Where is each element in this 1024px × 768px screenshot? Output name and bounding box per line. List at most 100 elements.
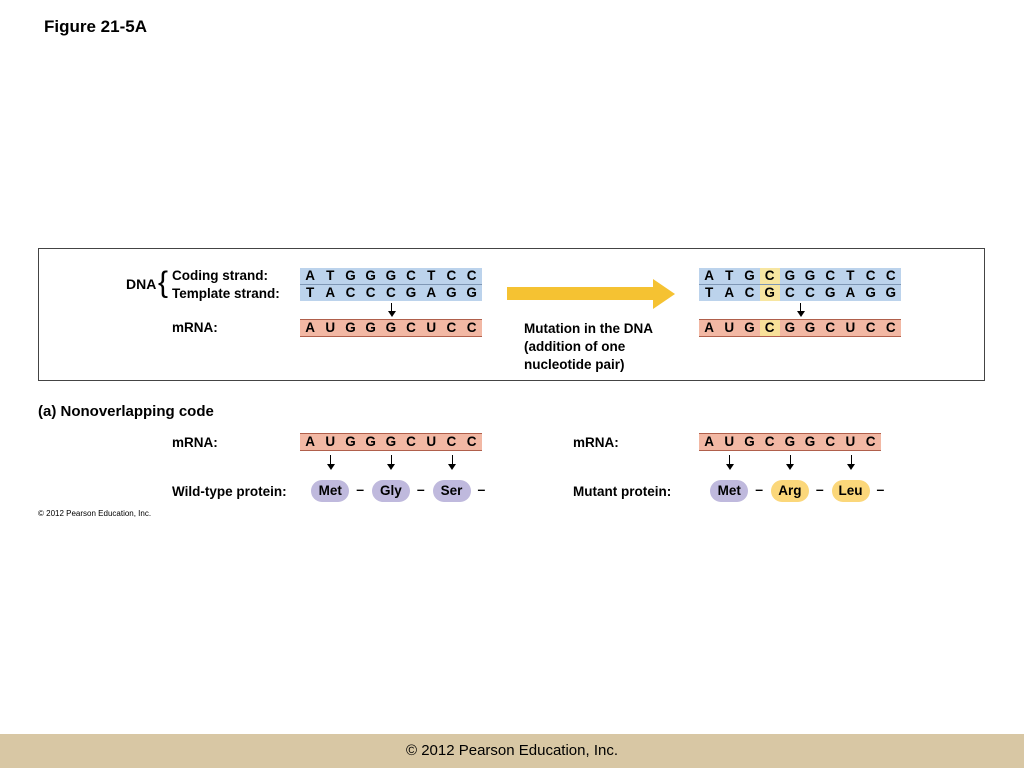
mut-template-nucleotide: T <box>704 285 714 300</box>
mutation-arrow-shaft <box>507 287 655 300</box>
mut-coding-nucleotide: C <box>825 268 836 283</box>
wt-template-nucleotide: A <box>325 285 336 300</box>
translation-line <box>729 455 731 465</box>
wt-template-nucleotide: G <box>466 285 477 300</box>
wt-template-nucleotide: C <box>345 285 356 300</box>
peptide-bond-dash: – <box>815 481 824 497</box>
mut-mrna-nucleotide: C <box>885 320 896 335</box>
translation-arrow-icon <box>786 464 795 470</box>
small-copyright: © 2012 Pearson Education, Inc. <box>38 509 152 518</box>
wt-template-nucleotide: G <box>405 285 417 300</box>
mut-mrna-nucleotide: U <box>724 320 735 335</box>
mut-template-nucleotide: G <box>824 285 836 300</box>
a-wt-mrna-nucleotide: C <box>466 434 477 449</box>
amino-acid-gly: Gly <box>371 480 410 502</box>
a-mut-mrna-nucleotide: C <box>865 434 876 449</box>
footer-bar: © 2012 Pearson Education, Inc. <box>0 734 1024 768</box>
a-wt-mrna-nucleotide: U <box>325 434 336 449</box>
peptide-bond-dash: – <box>356 481 365 497</box>
wt-mrna-nucleotide: C <box>466 320 477 335</box>
a-mut-mrna-nucleotide: G <box>784 434 796 449</box>
amino-acid-arg: Arg <box>770 480 809 502</box>
wt-mrna-nucleotide: U <box>426 320 437 335</box>
a-mut-mrna-nucleotide: A <box>704 434 714 449</box>
mut-mrna-label: mRNA: <box>573 435 619 450</box>
a-mut-mrna-nucleotide: G <box>804 434 816 449</box>
mut-template-nucleotide: C <box>784 285 795 300</box>
peptide-bond-dash: – <box>755 481 764 497</box>
dna-label: DNA <box>126 276 157 292</box>
a-wt-mrna-nucleotide: G <box>365 434 376 449</box>
wt-mrna-nucleotide: G <box>345 320 356 335</box>
translation-arrow-icon <box>847 464 855 470</box>
mut-template-nucleotide: A <box>724 285 735 300</box>
template-strand-label: Template strand: <box>172 286 280 301</box>
amino-acid-ser: Ser <box>432 480 471 502</box>
coding-strand-label: Coding strand: <box>172 268 268 283</box>
wt-mrna-nucleotide: A <box>305 320 315 335</box>
translation-line <box>789 455 791 465</box>
mut-coding-nucleotide: T <box>846 268 855 283</box>
mut-transcription-arrow-icon <box>796 311 805 317</box>
a-mut-mrna-nucleotide: C <box>825 434 836 449</box>
wt-coding-nucleotide: T <box>427 268 436 283</box>
mutation-note-line-3: nucleotide pair) <box>524 357 625 372</box>
mut-mrna-nucleotide: G <box>804 320 816 335</box>
peptide-bond-dash: – <box>416 481 425 497</box>
mut-mrna-nucleotide: A <box>704 320 714 335</box>
amino-acid-leu: Leu <box>831 480 870 502</box>
wt-protein-label: Wild-type protein: <box>172 484 287 499</box>
mutation-arrow-icon <box>653 279 675 309</box>
mut-coding-nucleotide: G <box>804 268 816 283</box>
a-wt-mrna-nucleotide: C <box>406 434 416 449</box>
a-wt-mrna-nucleotide: G <box>345 434 356 449</box>
wt-coding-nucleotide: G <box>385 268 397 283</box>
section-a-title: (a) Nonoverlapping code <box>38 403 214 420</box>
mut-coding-nucleotide: T <box>725 268 734 283</box>
translation-arrow-icon <box>326 464 335 470</box>
mut-transcription-line <box>800 303 801 312</box>
mut-template-nucleotide: C <box>805 285 815 300</box>
a-wt-mrna-nucleotide: G <box>385 434 397 449</box>
peptide-bond-dash: – <box>876 481 885 497</box>
mut-coding-nucleotide: C <box>759 268 780 284</box>
mut-template-nucleotide: C <box>744 285 755 300</box>
wt-mrna-nucleotide: G <box>385 320 397 335</box>
translation-arrow-icon <box>387 464 396 470</box>
mut-template-nucleotide: A <box>845 285 856 300</box>
mut-coding-nucleotide: G <box>784 268 796 283</box>
mut-mrna-nucleotide: C <box>865 320 876 335</box>
translation-arrow-icon <box>725 464 734 470</box>
translation-line <box>850 455 852 465</box>
wt-coding-nucleotide: A <box>305 268 315 283</box>
wt-mrna-nucleotide: G <box>365 320 376 335</box>
a-mut-mrna-nucleotide: U <box>724 434 735 449</box>
wt-mrna-nucleotide: C <box>406 320 416 335</box>
mutation-note-line-1: Mutation in the DNA <box>524 321 653 336</box>
figure-title: Figure 21-5A <box>44 17 147 36</box>
dna-mutation-panel <box>38 248 985 381</box>
wt-transcription-line <box>391 303 392 312</box>
wt-coding-nucleotide: G <box>365 268 376 283</box>
peptide-bond-dash: – <box>477 481 486 497</box>
a-wt-mrna-nucleotide: U <box>426 434 437 449</box>
mut-coding-nucleotide: C <box>885 268 896 283</box>
amino-acid-met: Met <box>311 480 350 502</box>
wt-template-nucleotide: T <box>305 285 315 300</box>
a-wt-mrna-nucleotide: C <box>446 434 457 449</box>
mutation-note-line-2: (addition of one <box>524 339 626 354</box>
wt-mrna-label: mRNA: <box>172 435 218 450</box>
mut-coding-nucleotide: C <box>865 268 876 283</box>
